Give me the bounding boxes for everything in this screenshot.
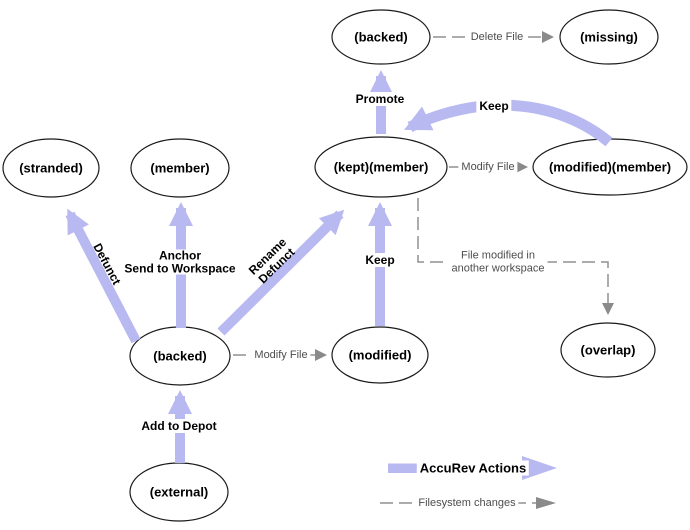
anchor-label-line1: Anchor	[158, 248, 201, 263]
node-overlap-ellipse	[560, 322, 656, 378]
node-backed-bottom-label: (backed)	[153, 348, 207, 364]
file-modified-label-line1: File modified in	[461, 249, 535, 262]
legend-filesystem-arrowhead-icon	[536, 497, 556, 509]
node-external-label: (external)	[149, 484, 209, 500]
node-stranded-ellipse	[2, 138, 100, 198]
node-member-label: (member)	[150, 160, 210, 176]
legend-filesystem-changes-label: Filesystem changes	[415, 497, 519, 509]
modify-file-bottom-label: Modify File	[251, 349, 311, 361]
node-overlap-label: (overlap)	[580, 342, 636, 358]
keep-top-label: Keep	[476, 99, 512, 113]
rename-defunct-arrow	[217, 209, 345, 336]
modify-file-top-label: Modify File	[458, 161, 518, 173]
node-missing-label: (missing)	[580, 29, 638, 45]
file-modified-elsewhere-label: File modified in another workspace	[448, 249, 548, 275]
legend-accurev-arrowhead-icon	[522, 456, 557, 480]
node-stranded-label: (stranded)	[19, 160, 83, 176]
delete-file-label: Delete File	[467, 31, 527, 43]
defunct-arrow	[65, 208, 141, 344]
anchor-send-label: Anchor Send to Workspace	[121, 248, 239, 275]
node-missing-ellipse	[559, 9, 659, 65]
promote-label: Promote	[352, 92, 408, 106]
filesystem-change-arrows	[233, 31, 614, 361]
keep-curved-arrow	[404, 99, 613, 147]
legend-accurev-bar	[388, 463, 420, 473]
file-modified-label-line2: another workspace	[451, 262, 545, 274]
state-nodes	[2, 9, 688, 522]
add-to-depot-label: Add to Depot	[138, 419, 220, 433]
node-backed-top-ellipse	[331, 9, 431, 65]
node-kept-member-ellipse	[314, 136, 448, 198]
legend-accurev-actions-label: AccuRev Actions	[416, 460, 530, 476]
node-modified-label: (modified)	[348, 347, 412, 363]
anchor-label-line2: Send to Workspace	[124, 261, 236, 275]
node-member-ellipse	[130, 138, 230, 198]
node-modified-member-label: (modified)(member)	[548, 159, 672, 175]
node-modified-ellipse	[331, 326, 429, 384]
node-backed-top-label: (backed)	[354, 29, 408, 45]
keep-mid-label: Keep	[362, 253, 398, 267]
node-kept-member-label: (kept)(member)	[333, 159, 429, 175]
